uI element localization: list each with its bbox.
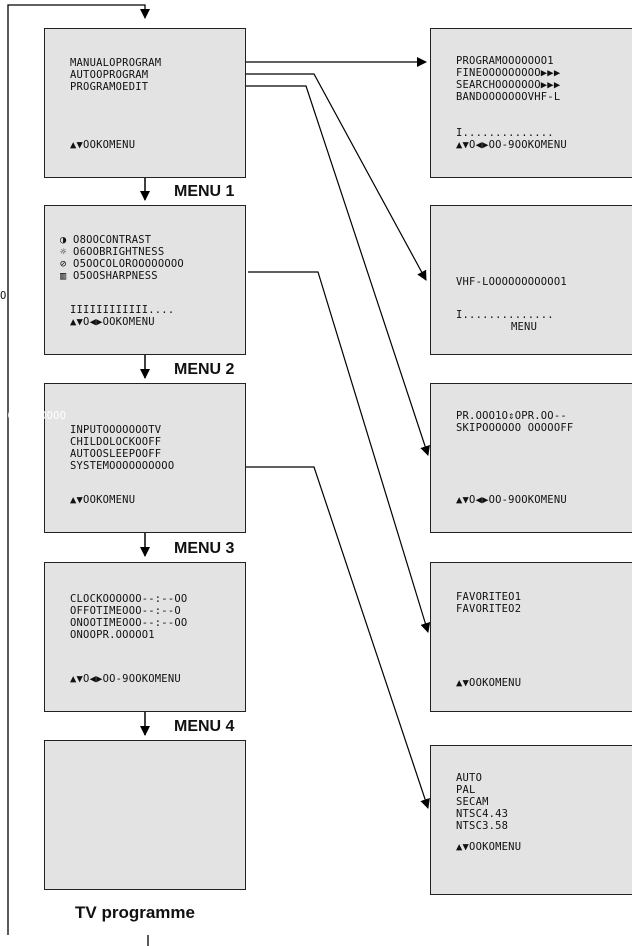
auto-sleep-row[interactable]: AUTOOSLEEPOOFF (70, 448, 162, 460)
system-ntsc443[interactable]: NTSC4.43 (456, 808, 509, 820)
vhf-row[interactable]: VHF-LOOOOOOOOOOO1 (456, 276, 567, 288)
return-loop-line (7, 4, 150, 935)
menu3-title: MENU 3 (174, 540, 235, 557)
menu-footer: ▲▼O◀▶OO-9OOKOMENU (456, 139, 567, 151)
tuning-bar: I.............. (456, 127, 554, 139)
side-char: O (0, 290, 7, 302)
on-program-row[interactable]: ONOOPR.OOOOO1 (70, 629, 155, 641)
main-menu-screen: MANUALOPROGRAM AUTOOPROGRAM PROGRAMOEDIT… (44, 28, 246, 178)
search-row[interactable]: SEARCHOOOOOOO▶▶▶ (456, 79, 561, 91)
system-row[interactable]: SYSTEMOOOOOOOOOO (70, 460, 175, 472)
color-row[interactable]: ⊘ O5OOCOLOROOOOOOOO (60, 258, 184, 270)
faint-overlay-text: OOOOOOOOOO (1, 410, 67, 422)
system-screen: AUTO PAL SECAM NTSC4.43 NTSC3.58 ▲▼OOKOM… (430, 745, 632, 895)
system-pal[interactable]: PAL (456, 784, 476, 796)
menu-footer: MENU (511, 321, 538, 333)
menu2-screen: OOOOOOOOOO INPUTOOOOOOOTV CHILDOLOCKOOFF… (1, 383, 246, 533)
level-bar: IIIIIIIIIIII.... (70, 304, 175, 316)
band-row[interactable]: BANDOOOOOOOVHF-L (456, 91, 561, 103)
system-auto[interactable]: AUTO (456, 772, 483, 784)
program-edit-screen: PR.OOO1O⇕OPR.OO-- SKIPOOOOOO OOOOOFF ▲▼O… (430, 383, 632, 533)
input-row[interactable]: INPUTOOOOOOOTV (70, 424, 162, 436)
menu-footer: ▲▼OOKOMENU (456, 677, 522, 689)
menu-footer: ▲▼OOKOMENU (70, 494, 136, 506)
menu4-screen (44, 740, 246, 890)
menu-footer: ▲▼OOKOMENU (456, 841, 522, 853)
manual-program-screen: PROGRAMOOOOOOO1 FINEOOOOOOOOO▶▶▶ SEARCHO… (430, 28, 632, 178)
menu-footer: ▲▼OOKOMENU (70, 139, 136, 151)
menu-item-program-edit[interactable]: PROGRAMOEDIT (70, 81, 149, 93)
tv-programme-label: TV programme (75, 903, 195, 922)
swap-row[interactable]: PR.OOO1O⇕OPR.OO-- (456, 410, 567, 422)
menu-footer: ▲▼O◀▶OO-9OOKOMENU (456, 494, 567, 506)
system-secam[interactable]: SECAM (456, 796, 489, 808)
sharpness-row[interactable]: ▥ O5OOSHARPNESS (60, 270, 158, 282)
menu2-title: MENU 2 (174, 361, 235, 378)
menu1-title: MENU 1 (174, 183, 235, 200)
tuning-bar: I.............. (456, 309, 554, 321)
child-lock-row[interactable]: CHILDOLOCKOOFF (70, 436, 162, 448)
menu-footer: ▲▼O◀▶OO-9OOKOMENU (70, 673, 181, 685)
system-ntsc358[interactable]: NTSC3.58 (456, 820, 509, 832)
contrast-row[interactable]: ◑ O8OOCONTRAST (60, 234, 152, 246)
menu-item-manual-program[interactable]: MANUALOPROGRAM (70, 57, 162, 69)
brightness-row[interactable]: ☼ O6OOBRIGHTNESS (60, 246, 165, 258)
menu-footer: ▲▼O◀▶OOKOMENU (70, 316, 155, 328)
arrow-favorite (248, 271, 431, 633)
fine-row[interactable]: FINEOOOOOOOOO▶▶▶ (456, 67, 561, 79)
favorite-screen: FAVORITEO1 FAVORITEO2 ▲▼OOKOMENU (430, 562, 632, 712)
menu3-screen: CLOCKOOOOOO--:--OO OFFOTIMEOOO--:--O ONO… (44, 562, 246, 712)
menu1-screen: ◑ O8OOCONTRAST ☼ O6OOBRIGHTNESS ⊘ O5OOCO… (44, 205, 246, 355)
menu4-title: MENU 4 (174, 718, 235, 735)
favorite-row-2[interactable]: FAVORITEO2 (456, 603, 522, 615)
skip-row[interactable]: SKIPOOOOOO OOOOOFF (456, 422, 574, 434)
on-time-row[interactable]: ONOOTIMEOOO--:--OO (70, 617, 188, 629)
program-row[interactable]: PROGRAMOOOOOOO1 (456, 55, 554, 67)
menu-item-auto-program[interactable]: AUTOOPROGRAM (70, 69, 149, 81)
auto-program-screen: VHF-LOOOOOOOOOOO1 I.............. MENU (430, 205, 632, 355)
favorite-row-1[interactable]: FAVORITEO1 (456, 591, 522, 603)
off-time-row[interactable]: OFFOTIMEOOO--:--O (70, 605, 181, 617)
clock-row[interactable]: CLOCKOOOOOO--:--OO (70, 593, 188, 605)
